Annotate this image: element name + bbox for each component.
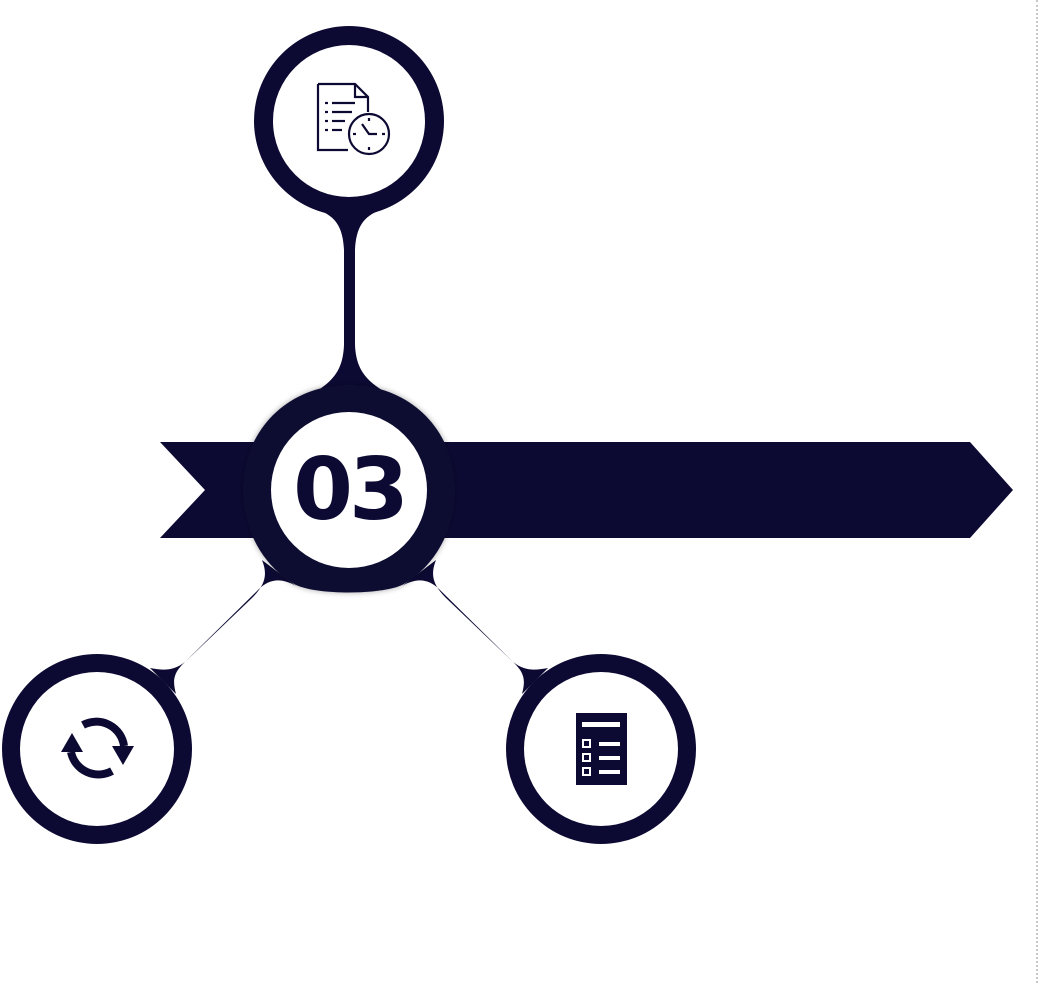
node-bottom-left[interactable] (2, 654, 192, 844)
node-bottom-right[interactable] (506, 654, 696, 844)
step-number: 03 (293, 440, 405, 540)
page-edge-guide (1036, 0, 1038, 983)
connectors (150, 210, 548, 694)
document-clock-icon (316, 82, 391, 156)
checklist-icon (576, 713, 627, 785)
hub-node: 03 (243, 385, 455, 593)
refresh-cycle-icon (61, 717, 134, 779)
node-top[interactable] (254, 26, 444, 216)
